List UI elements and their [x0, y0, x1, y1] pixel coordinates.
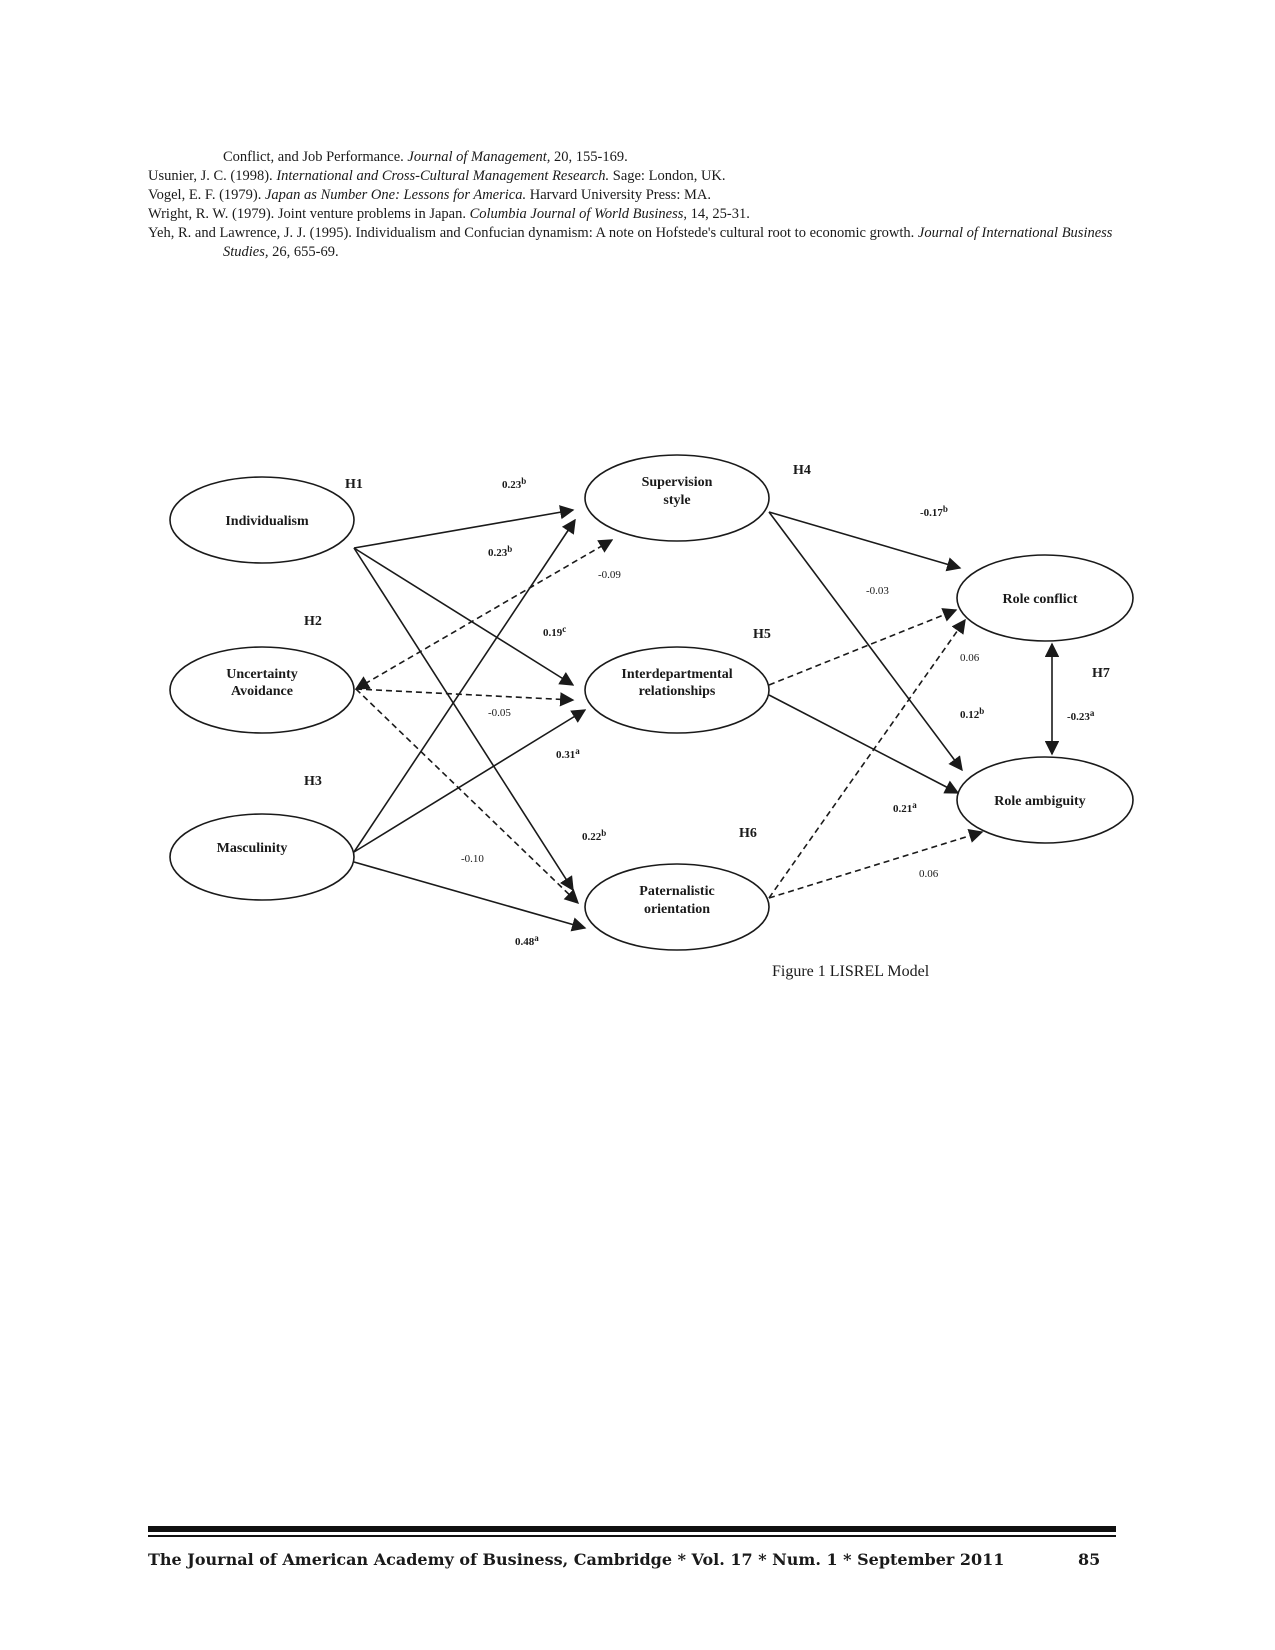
hypothesis-h7: H7: [1092, 666, 1110, 681]
coef-sup-rc: -0.17b: [920, 504, 948, 519]
hypothesis-h1: H1: [345, 477, 363, 492]
path-uncertainty-paternalistic: [355, 688, 580, 904]
label-masculinity: Masculinity: [217, 841, 288, 856]
hypothesis-h2: H2: [304, 614, 322, 629]
label-individualism: Individualism: [225, 514, 309, 529]
node-uncertainty-avoidance: [169, 646, 355, 734]
lisrel-model-diagram: Individualism Uncertainty Avoidance Masc…: [169, 454, 1134, 980]
label-interdepartmental-line1: Interdepartmental: [621, 667, 732, 682]
label-uncertainty-line1: Uncertainty: [226, 667, 298, 682]
coef-ind-pat: 0.19c: [543, 624, 566, 639]
path-individualism-supervision: [353, 505, 575, 549]
label-role-ambiguity: Role ambiguity: [994, 794, 1085, 809]
reference-entry: Yeh, R. and Lawrence, J. J. (1995). Indi…: [148, 225, 1113, 260]
references-list: Conflict, and Job Performance. Journal o…: [148, 148, 1128, 262]
path-masculinity-supervision: [353, 518, 576, 853]
coef-ind-sup: 0.23b: [502, 476, 526, 491]
footer-rule: [148, 1526, 1116, 1532]
coef-rc-ra: -0.23a: [1067, 708, 1095, 723]
label-uncertainty-line2: Avoidance: [231, 684, 293, 699]
label-paternalistic-line2: orientation: [644, 902, 710, 917]
path-individualism-interdepartmental: [353, 547, 575, 686]
page-number: 85: [1078, 1550, 1101, 1569]
node-role-ambiguity: [956, 756, 1134, 844]
path-masculinity-interdepartmental: [353, 709, 587, 853]
reference-entry: Wright, R. W. (1979). Joint venture prob…: [148, 206, 750, 222]
coef-mas-pat: 0.48a: [515, 933, 539, 948]
node-paternalistic-orientation: [584, 863, 770, 951]
coef-int-ra: 0.12b: [960, 706, 984, 721]
path-supervision-role-conflict: [768, 511, 962, 572]
coef-unc-pat: -0.10: [461, 853, 484, 865]
path-uncertainty-interdepartmental: [355, 688, 575, 707]
label-interdepartmental-line2: relationships: [639, 684, 716, 699]
path-interdepartmental-role-ambiguity: [768, 694, 960, 794]
node-individualism: [169, 476, 355, 564]
hypothesis-h6: H6: [739, 826, 757, 841]
journal-name: The Journal of American Academy of Busin…: [148, 1550, 1005, 1569]
label-supervision-line2: style: [663, 493, 690, 508]
path-masculinity-paternalistic: [353, 861, 587, 932]
coef-int-rc: 0.06: [960, 652, 980, 664]
label-role-conflict: Role conflict: [1002, 592, 1077, 607]
reference-entry: Usunier, J. C. (1998). International and…: [148, 168, 726, 184]
coef-mas-sup: 0.22b: [582, 828, 606, 843]
path-uncertainty-supervision: [354, 539, 614, 690]
coef-unc-int: -0.05: [488, 707, 511, 719]
coef-unc-sup: -0.09: [598, 569, 621, 581]
figure-caption: Figure 1 LISREL Model: [772, 963, 930, 980]
path-paternalistic-role-conflict: [768, 618, 966, 899]
path-paternalistic-role-ambiguity: [768, 828, 984, 899]
node-role-conflict: [956, 554, 1134, 642]
node-masculinity: [169, 813, 355, 901]
hypothesis-h3: H3: [304, 774, 322, 789]
reference-entry: Conflict, and Job Performance. Journal o…: [223, 149, 628, 165]
path-interdepartmental-role-conflict: [768, 608, 958, 686]
node-supervision-style: [584, 454, 770, 542]
hypothesis-h5: H5: [753, 627, 771, 642]
coef-mas-int: 0.31a: [556, 746, 580, 761]
coef-pat-ra: 0.06: [919, 868, 939, 880]
label-paternalistic-line1: Paternalistic: [639, 884, 714, 899]
reference-entry: Vogel, E. F. (1979). Japan as Number One…: [148, 187, 711, 203]
coef-ind-int: 0.23b: [488, 544, 512, 559]
node-interdepartmental-relationships: [584, 646, 770, 734]
footer-rule: [148, 1535, 1116, 1537]
path-supervision-role-ambiguity: [768, 511, 963, 772]
label-supervision-line1: Supervision: [642, 475, 713, 490]
coef-pat-rc: 0.21a: [893, 800, 917, 815]
hypothesis-h4: H4: [793, 463, 811, 478]
coef-sup-ra: -0.03: [866, 585, 889, 597]
